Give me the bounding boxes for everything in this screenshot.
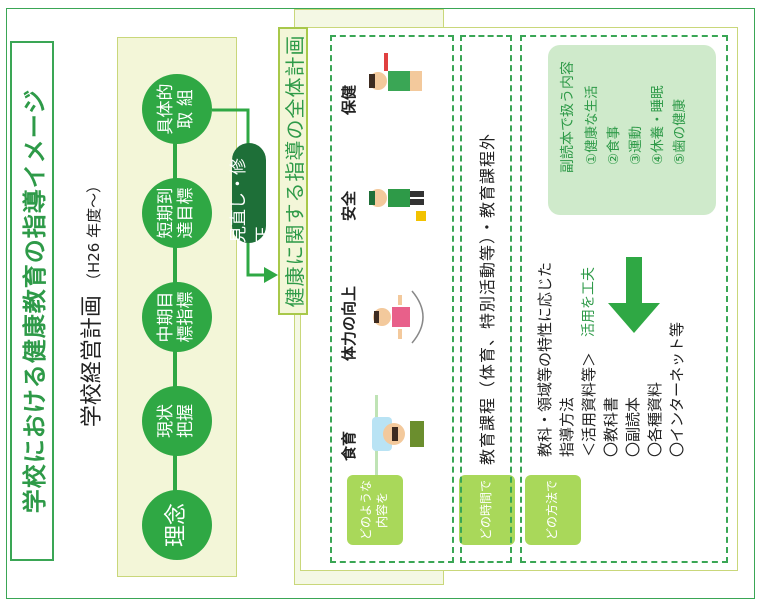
category-physical-fitness: 体力の向上 <box>340 285 358 361</box>
safety-illustration-icon <box>369 189 426 221</box>
overall-plan-title: 健康に関する指導の全体計画 <box>278 27 308 315</box>
supplement-item-5: ⑤歯の健康 <box>672 98 688 165</box>
material-various-documents: 〇各種資料 <box>646 381 664 457</box>
category-safety: 安全 <box>340 190 358 221</box>
physical-fitness-illustration-icon <box>373 290 424 344</box>
utilization-label: 活用を工夫 <box>581 267 597 337</box>
supplement-item-4: ④休養・睡眠 <box>650 85 666 165</box>
method-intro-line-2: 指導方法 <box>558 396 576 457</box>
food-education-illustration-icon <box>372 417 424 451</box>
supplement-item-2: ②食事 <box>606 125 622 165</box>
category-food-education: 食育 <box>340 430 358 461</box>
curriculum-text: 教育課程（体育、特別活動等）・教育課程外 <box>478 133 497 466</box>
material-textbook: 〇教科書 <box>602 396 620 457</box>
method-intro-line-1: 教科・領域等の特性に応じた <box>536 261 554 457</box>
supplement-title: 副読本で扱う内容 <box>560 61 576 173</box>
review-badge: 見直し・修正 <box>229 143 274 243</box>
supplement-item-3: ③運動 <box>628 125 644 165</box>
material-internet: 〇インターネット等 <box>668 321 686 457</box>
materials-heading: ＜活用資料等＞ <box>580 351 598 457</box>
category-health: 保健 <box>340 84 358 115</box>
supplement-item-1: ①健康な生活 <box>584 85 600 165</box>
health-illustration-icon <box>369 53 422 91</box>
material-supplementary-reader: 〇副読本 <box>624 396 642 457</box>
utilization-arrow-icon <box>608 257 660 333</box>
